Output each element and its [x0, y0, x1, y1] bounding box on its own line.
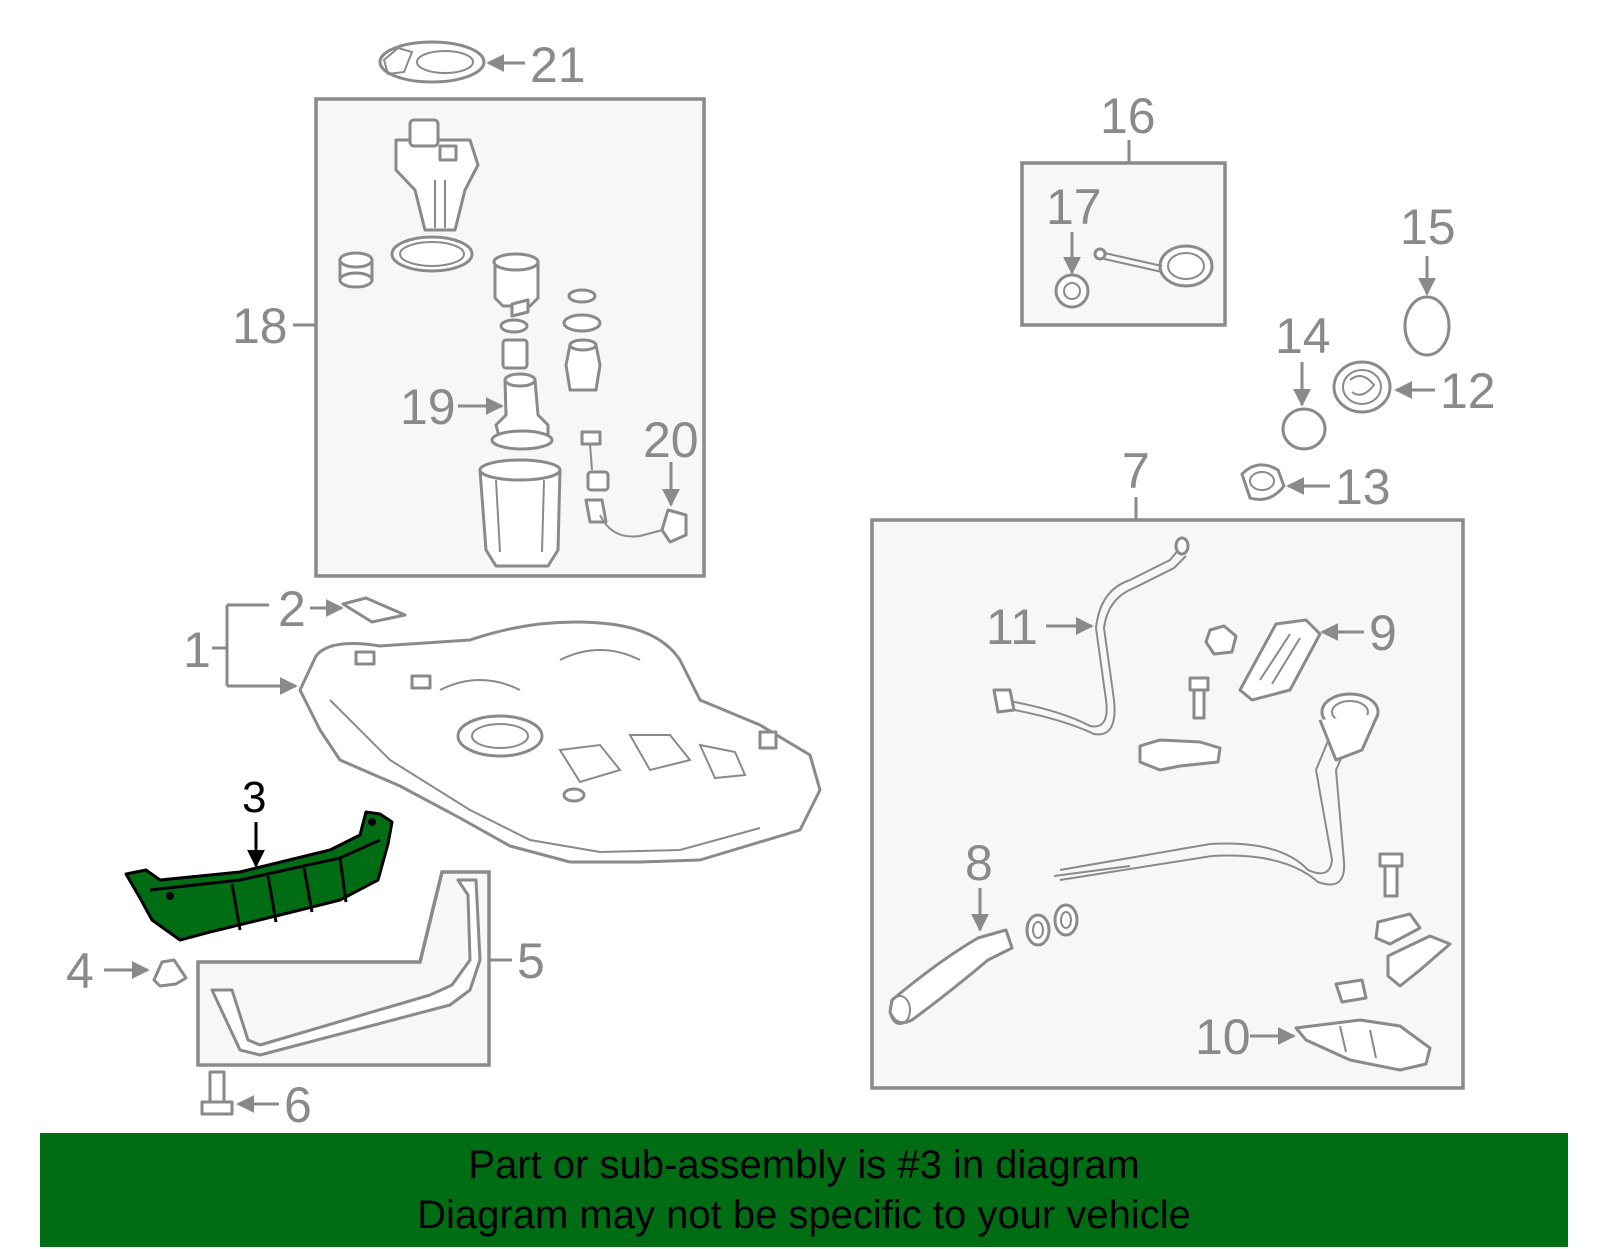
callout-19: 19 — [400, 379, 456, 435]
callout-14: 14 — [1275, 308, 1331, 364]
part-4-clip — [152, 958, 188, 988]
part-17-cap-gasket — [1054, 273, 1090, 309]
part-13-filler-ring — [1240, 463, 1286, 501]
callout-7: 7 — [1122, 443, 1150, 499]
callout-21: 21 — [530, 37, 586, 93]
part-21-retainer-ring — [378, 40, 486, 84]
box-16-fuel-cap — [1020, 161, 1227, 327]
part-pump-housing — [478, 458, 562, 568]
box-5-tank-straps — [196, 870, 491, 1067]
callout-12: 12 — [1440, 363, 1496, 419]
part-11-breather-tube — [992, 536, 1190, 736]
callout-6: 6 — [284, 1077, 312, 1133]
callout-11: 11 — [986, 599, 1038, 655]
part-bolt-and-clamp — [1138, 676, 1222, 772]
part-fuel-cap — [1093, 244, 1214, 288]
notice-banner: Part or sub-assembly is #3 in diagram Di… — [40, 1133, 1568, 1247]
part-filler-bolts — [1334, 852, 1452, 1004]
callout-17: 17 — [1046, 179, 1102, 235]
callout-2: 2 — [278, 581, 306, 637]
callout-5: 5 — [517, 933, 545, 989]
banner-line-2: Diagram may not be specific to your vehi… — [417, 1193, 1191, 1237]
part-2-tank-pad — [341, 596, 407, 624]
callout-15: 15 — [1400, 199, 1456, 255]
callout-10: 10 — [1195, 1009, 1251, 1065]
part-grommet — [338, 251, 374, 289]
part-pump-orings — [499, 288, 602, 392]
callout-13: 13 — [1335, 459, 1391, 515]
part-fuel-pump-flange — [394, 118, 480, 232]
part-8-filler-hose — [888, 903, 1079, 1025]
part-3-highlighted-protector — [124, 810, 394, 942]
part-19-fuel-pump — [490, 372, 554, 451]
banner-line-1: Part or sub-assembly is #3 in diagram — [468, 1143, 1140, 1187]
part-14-gasket — [1281, 407, 1327, 451]
part-12-filler-housing — [1332, 360, 1392, 414]
callout-16: 16 — [1100, 88, 1156, 144]
callout-9: 9 — [1369, 605, 1397, 661]
part-filler-pipe — [1053, 692, 1380, 886]
part-15-seal-ring — [1403, 295, 1451, 357]
callout-18: 18 — [232, 298, 288, 354]
part-flange-gasket — [390, 235, 474, 273]
part-10-protector — [1294, 1018, 1432, 1072]
callout-3: 3 — [242, 773, 266, 822]
part-fuel-filter — [492, 252, 540, 318]
part-1-fuel-tank — [298, 620, 822, 864]
callout-4: 4 — [66, 943, 94, 999]
callout-8: 8 — [965, 835, 993, 891]
callout-20: 20 — [643, 412, 699, 468]
part-5-tank-strap — [210, 878, 482, 1057]
part-20-fuel-sender — [580, 430, 688, 544]
callout-1: 1 — [183, 622, 211, 678]
part-6-bolt — [200, 1070, 234, 1116]
part-9-vent-valve — [1204, 618, 1322, 702]
